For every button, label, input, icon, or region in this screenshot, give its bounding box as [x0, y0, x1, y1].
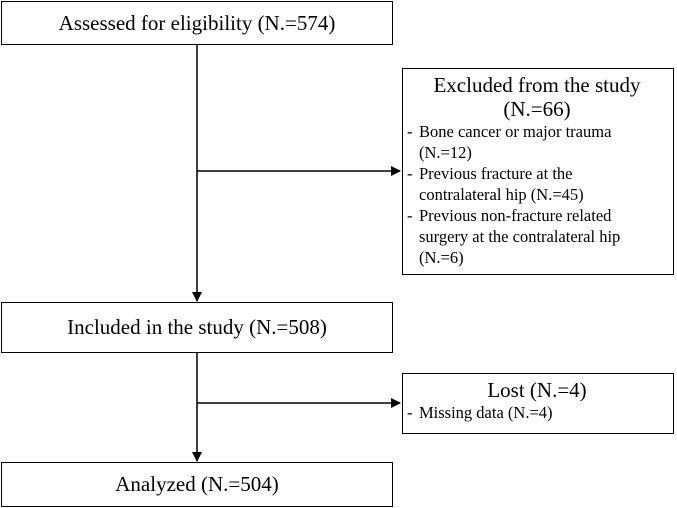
excluded-reasons: Bone cancer or major trauma (N.=12) Prev… [407, 121, 667, 268]
analyzed-box: Analyzed (N.=504) [1, 462, 393, 507]
lost-reasons: Missing data (N.=4) [407, 402, 667, 423]
included-box: Included in the study (N.=508) [1, 302, 393, 353]
excluded-title: Excluded from the study (N.=66) [433, 73, 641, 121]
analyzed-label: Analyzed (N.=504) [115, 472, 279, 496]
included-label: Included in the study (N.=508) [67, 315, 327, 339]
lost-reason-missing-data: Missing data (N.=4) [407, 402, 667, 423]
lost-title: Lost (N.=4) [487, 378, 587, 402]
assessed-label: Assessed for eligibility (N.=574) [58, 10, 336, 35]
excluded-reason-bone-cancer: Bone cancer or major trauma (N.=12) [407, 121, 667, 163]
assessed-box: Assessed for eligibility (N.=574) [1, 1, 393, 45]
excluded-box: Excluded from the study (N.=66) Bone can… [402, 68, 674, 275]
excluded-reason-previous-fracture: Previous fracture at the contralateral h… [407, 163, 667, 205]
excluded-reason-previous-surgery: Previous non-fracture related surgery at… [407, 205, 667, 268]
lost-box: Lost (N.=4) Missing data (N.=4) [402, 373, 674, 434]
